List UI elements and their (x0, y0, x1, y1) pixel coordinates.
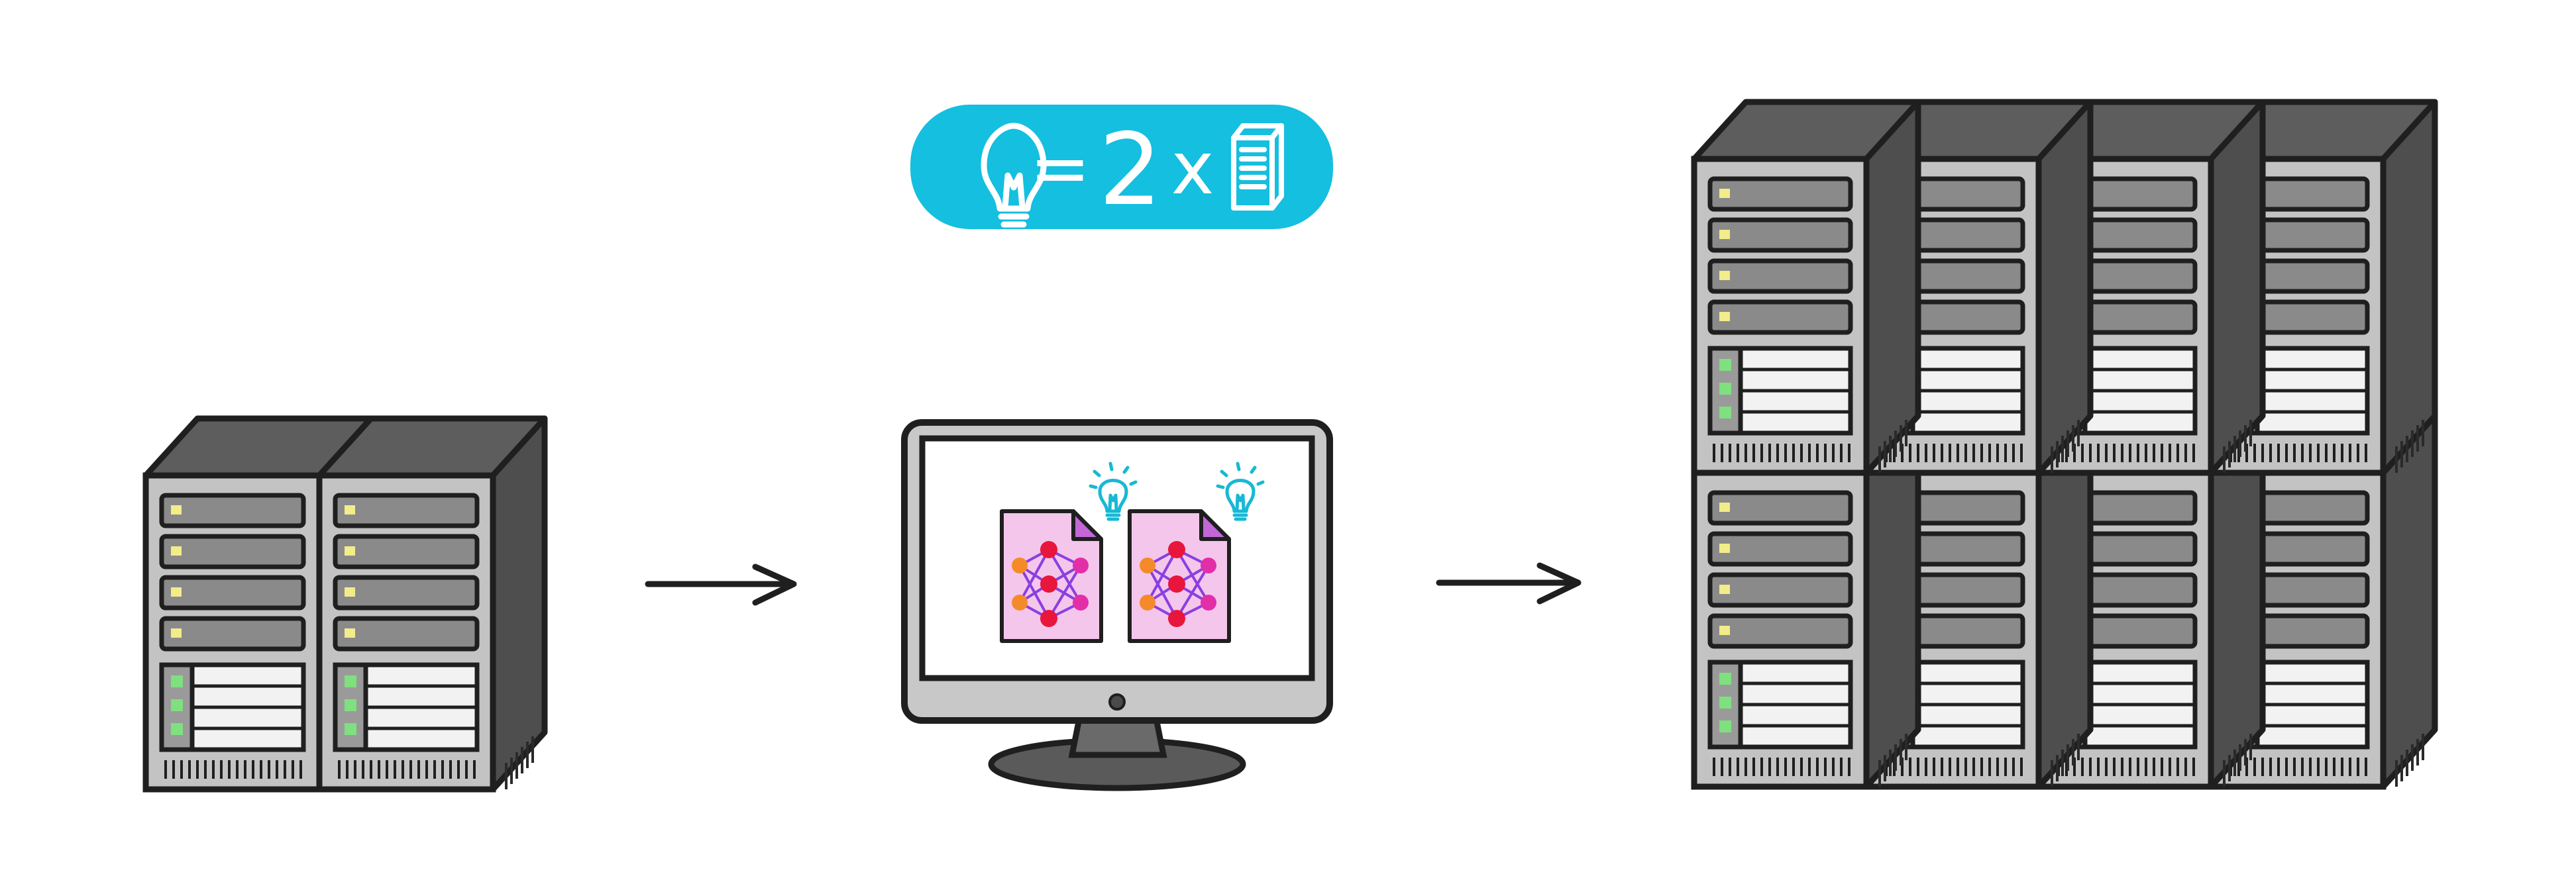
status-led-yellow (1719, 312, 1730, 321)
right-arrow-icon (645, 564, 797, 606)
status-led-yellow (1719, 585, 1730, 594)
rack-side (2380, 99, 2438, 476)
status-led-yellow (345, 546, 355, 556)
status-led-yellow (345, 505, 355, 515)
rack-side (2380, 413, 2438, 790)
file-fold (1199, 509, 1231, 541)
equation-badge: = 2 x (910, 105, 1333, 236)
output-node (1073, 595, 1089, 611)
neural-network-file-icon (1128, 509, 1231, 643)
drive-bay (1707, 299, 1853, 335)
output-node (1201, 595, 1216, 611)
network-edge (1175, 564, 1210, 620)
drive-bay (1707, 531, 1853, 567)
input-node (1140, 558, 1155, 573)
status-led-green (171, 675, 183, 687)
drive-bay (1707, 490, 1853, 526)
status-led-yellow (1719, 544, 1730, 553)
status-led-green (1719, 359, 1731, 371)
right-arrow-icon (1436, 562, 1582, 605)
times-symbol: x (1171, 126, 1214, 211)
monitor-power-button (1108, 693, 1126, 711)
rack-side (2035, 99, 2094, 476)
hidden-node (1168, 610, 1185, 627)
status-led-yellow (171, 546, 182, 556)
status-led-green (1719, 383, 1731, 395)
hidden-node (1168, 541, 1185, 558)
status-led-yellow (171, 628, 182, 638)
equals-symbol: = (1030, 126, 1091, 211)
rack-side (2208, 99, 2266, 476)
status-led-green (171, 723, 183, 735)
status-led-green (171, 699, 183, 711)
drive-bay (159, 616, 306, 652)
drive-bay (1707, 258, 1853, 294)
rack-side (490, 415, 548, 793)
server-rack-icon (316, 415, 548, 793)
status-led-yellow (171, 505, 182, 515)
status-led-green (345, 699, 356, 711)
drive-bay (159, 534, 306, 569)
hidden-node (1040, 541, 1057, 558)
output-node (1201, 558, 1216, 573)
source-server-cluster (142, 415, 548, 793)
network-edge (1018, 549, 1050, 603)
server-rack-icon (142, 415, 374, 793)
status-led-yellow (171, 587, 182, 597)
target-server-cluster (1691, 99, 2438, 790)
drive-bay (333, 575, 480, 611)
status-led-yellow (1719, 503, 1730, 512)
status-led-green (345, 723, 356, 735)
hidden-node (1040, 575, 1057, 593)
rack-side (1863, 99, 1921, 476)
output-node (1073, 558, 1089, 573)
status-led-green (345, 675, 356, 687)
drive-bay (1707, 572, 1853, 608)
status-led-yellow (1719, 271, 1730, 280)
network-edge (1146, 549, 1178, 603)
drive-bay (159, 493, 306, 528)
hidden-node (1168, 575, 1185, 593)
server-icon (1231, 123, 1284, 211)
status-led-yellow (345, 628, 355, 638)
multiplier-value: 2 (1099, 113, 1161, 228)
input-node (1140, 595, 1155, 611)
file-fold (1071, 509, 1103, 541)
input-node (1012, 558, 1028, 573)
drive-bay (1707, 217, 1853, 253)
status-led-yellow (1719, 189, 1730, 198)
lightbulb-icon (1216, 462, 1265, 521)
status-led-green (1719, 697, 1731, 709)
drive-bay (159, 575, 306, 611)
monitor-screen (919, 435, 1315, 681)
drive-bay (333, 616, 480, 652)
network-edge (1047, 564, 1082, 620)
equation-badge-background (910, 105, 1333, 229)
status-led-yellow (345, 587, 355, 597)
lightbulb-icon (981, 123, 1047, 236)
status-led-green (1719, 407, 1731, 419)
drive-bay (1707, 176, 1853, 212)
neural-network-file-icon (1000, 509, 1103, 643)
input-node (1012, 595, 1028, 611)
lightbulb-icon (1089, 462, 1138, 521)
status-led-yellow (1719, 626, 1730, 635)
monitor-icon (901, 419, 1333, 791)
drive-bay (333, 534, 480, 569)
drive-bay (333, 493, 480, 528)
server-rack-icon (1691, 99, 1921, 476)
status-led-yellow (1719, 230, 1730, 239)
drive-bay (1707, 613, 1853, 649)
status-led-green (1719, 720, 1731, 732)
status-led-green (1719, 673, 1731, 685)
hidden-node (1040, 610, 1057, 627)
